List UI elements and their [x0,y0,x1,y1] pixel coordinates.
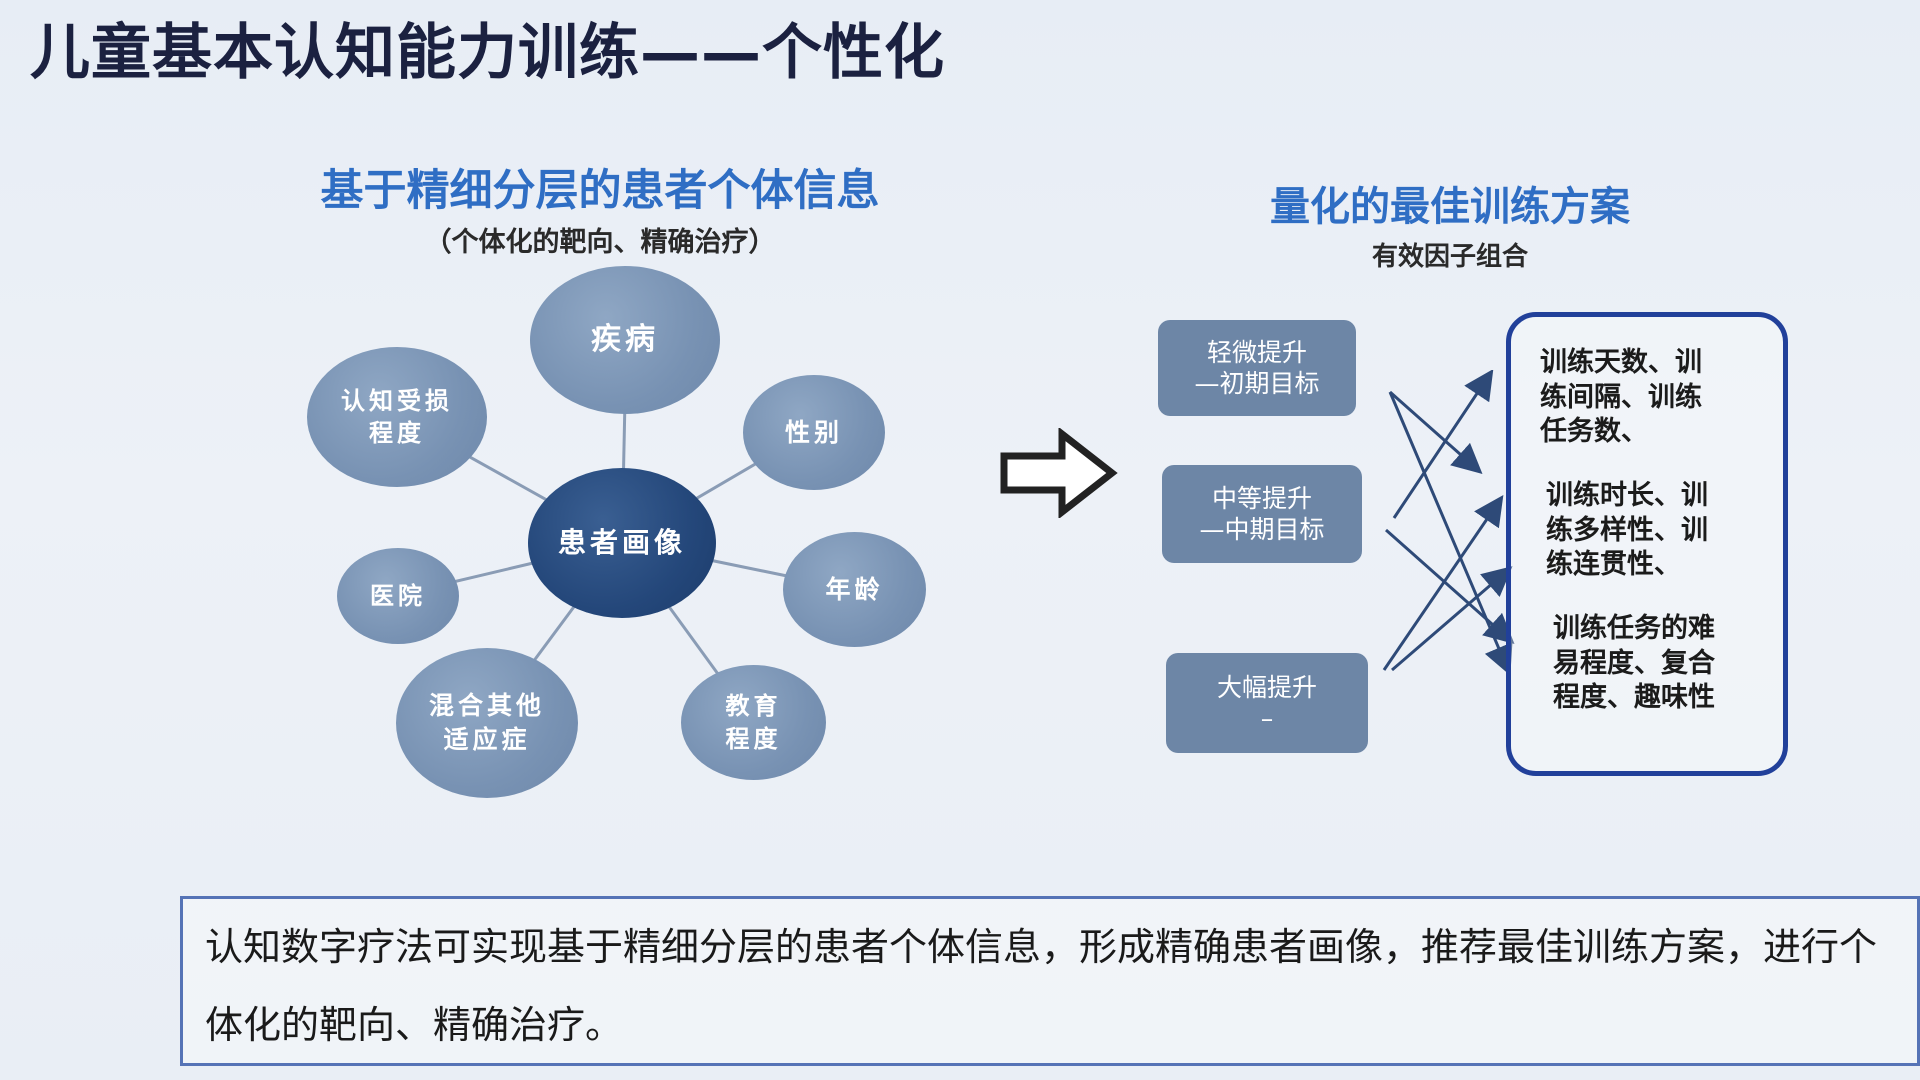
factor-group-3: 训练任务的难 易程度、复合 程度、趣味性 [1553,613,1715,714]
arrow-line [1382,495,1504,671]
right-arrow-icon [1000,428,1118,518]
node-gender: 性别 [743,375,885,490]
slide-title: 儿童基本认知能力训练——个性化 [30,18,945,88]
goal-box-moderate: 中等提升 —中期目标 [1162,465,1362,563]
node-education-label: 教育 程度 [725,692,782,753]
node-hospital: 医院 [337,548,459,644]
summary-text: 认知数字疗法可实现基于精细分层的患者个体信息，形成精确患者画像，推荐最佳训练方案… [205,925,1878,1047]
node-age: 年龄 [783,532,926,647]
arrow-line [1389,390,1483,474]
node-patient-portrait-label: 患者画像 [557,526,686,560]
node-comorbidity-label: 混合其他 适应症 [428,691,545,754]
effective-factors-box [1506,312,1788,776]
right-panel-heading: 量化的最佳训练方案 [1270,184,1630,230]
node-gender-label: 性别 [784,417,843,447]
goal-box-mild: 轻微提升 —初期目标 [1158,320,1356,416]
goal-moderate-label: 中等提升 —中期目标 [1199,483,1325,544]
node-cognitive: 认知受损 程度 [307,347,487,487]
left-panel-subheading: （个体化的靶向、精确治疗） [424,227,776,258]
node-patient-portrait: 患者画像 [528,468,716,618]
arrow-line [1385,528,1515,644]
goal-large-label: 大幅提升 – [1216,672,1317,733]
node-cognitive-label: 认知受损 程度 [341,386,453,447]
arrow-line [1392,370,1494,519]
factor-group-1: 训练天数、训 练间隔、训练 任务数、 [1540,347,1702,448]
summary-box [180,896,1920,1066]
crossing-arrows [1382,370,1515,676]
goal-box-large: 大幅提升 – [1166,653,1368,753]
node-education: 教育 程度 [681,665,826,780]
right-panel-subheading: 有效因子组合 [1371,242,1528,272]
node-hospital-label: 医院 [370,581,426,610]
node-disease-label: 疾病 [591,321,659,357]
node-comorbidity: 混合其他 适应症 [396,648,578,798]
arrow-line [1391,566,1513,672]
factor-group-2: 训练时长、训 练多样性、训 练连贯性、 [1546,480,1708,581]
goal-mild-label: 轻微提升 —初期目标 [1194,337,1320,398]
node-age-label: 年龄 [825,574,884,604]
node-disease: 疾病 [530,266,720,414]
left-panel-heading: 基于精细分层的患者个体信息 [320,166,880,216]
